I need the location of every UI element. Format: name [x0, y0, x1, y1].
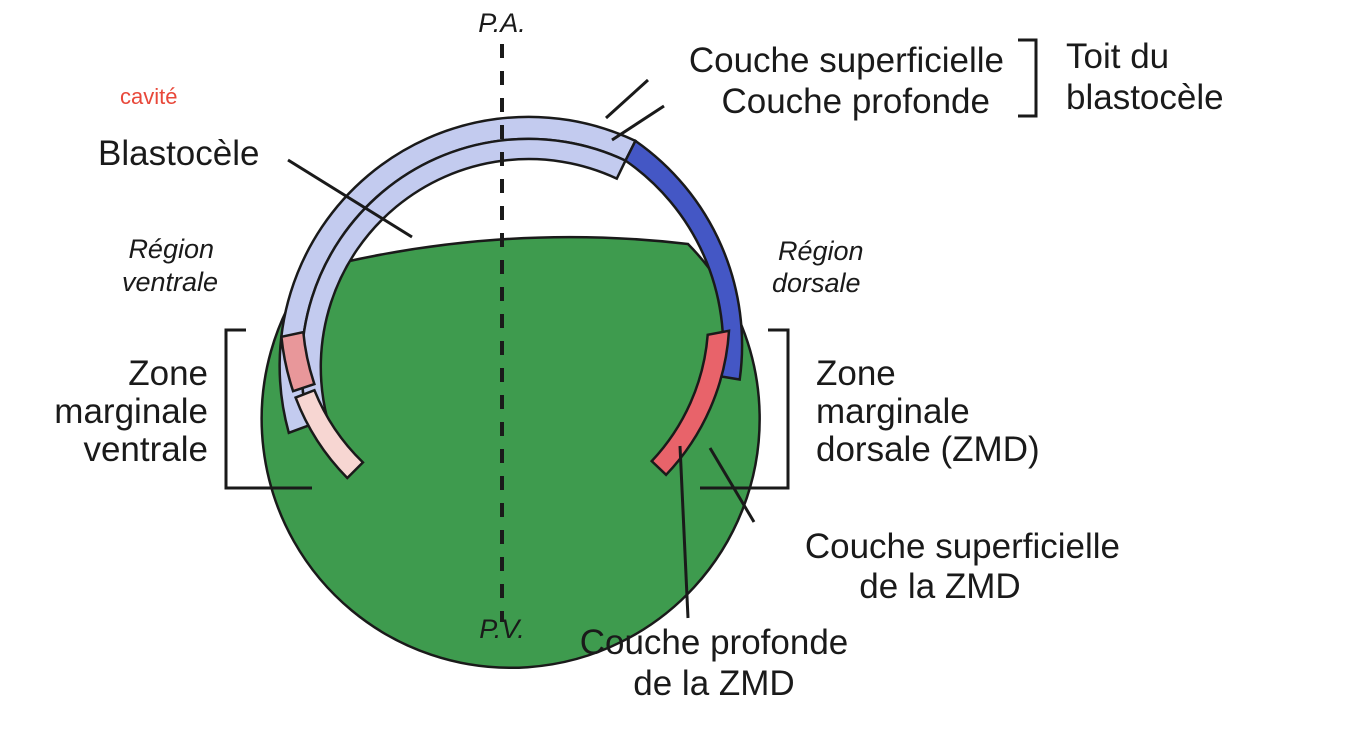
toit-label-line1: Toit du	[1066, 37, 1169, 76]
toit-label-line2: blastocèle	[1066, 78, 1224, 117]
couche-superficielle-label: Couche superficielle	[689, 41, 1004, 80]
region-dorsale-line1: Région	[778, 236, 864, 266]
zmd-label-line2: marginale	[816, 392, 970, 431]
cs-zmd-leader	[708, 447, 756, 523]
zmv-label-line1: Zone	[128, 354, 208, 393]
cp-zmd-label-line2: de la ZMD	[633, 664, 794, 703]
zmv-bracket	[224, 328, 312, 490]
region-dorsale-line2: dorsale	[772, 268, 861, 298]
couche-superficielle-leader	[604, 78, 650, 120]
ventral-marginal-pink	[280, 330, 316, 393]
dorsal-roof-dark	[623, 139, 744, 381]
ventral-marginal-pale	[293, 388, 365, 480]
zmv-label-line3: ventrale	[83, 430, 208, 469]
cavite-label: cavité	[120, 84, 177, 109]
zmd-bracket	[700, 328, 790, 490]
zmd-label-line1: Zone	[816, 354, 896, 393]
zmv-label-line2: marginale	[54, 392, 208, 431]
dorsal-marginal-red	[649, 329, 731, 477]
couche-profonde-leader	[611, 104, 665, 142]
region-ventrale-line1: Région	[128, 234, 214, 264]
blastocele-label: Blastocèle	[98, 134, 259, 173]
region-ventrale-line2: ventrale	[122, 267, 218, 297]
zmd-label-line3: dorsale (ZMD)	[816, 430, 1040, 469]
cs-zmd-label-line2: de la ZMD	[859, 567, 1020, 606]
cp-zmd-label-line1: Couche profonde	[580, 623, 849, 662]
blastocele-leader	[287, 158, 413, 239]
pole-vegetal-label: P.V.	[479, 614, 525, 644]
cs-zmd-label-line1: Couche superficielle	[805, 527, 1120, 566]
pole-animal-label: P.A.	[478, 8, 526, 38]
toit-bracket	[1018, 38, 1038, 118]
couche-profonde-label: Couche profonde	[721, 82, 990, 121]
cp-zmd-leader	[678, 445, 690, 619]
